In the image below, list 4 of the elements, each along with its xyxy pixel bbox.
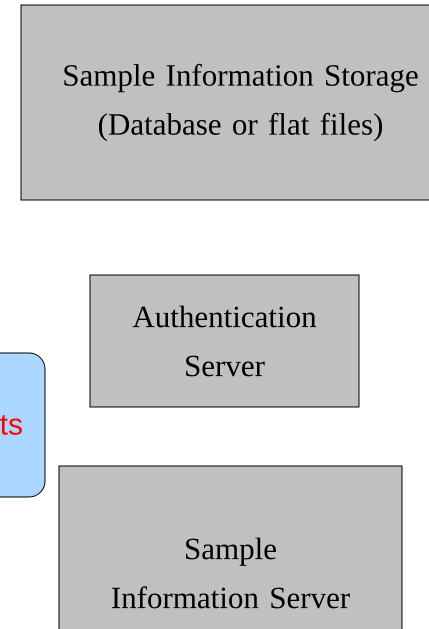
server-box: Sample Information Storage (Database or flat files) <box>20 4 429 200</box>
server-box: Sample Information Server <box>58 466 402 629</box>
server-box: Authentication Server <box>90 274 360 408</box>
client-box: ts <box>0 352 46 498</box>
